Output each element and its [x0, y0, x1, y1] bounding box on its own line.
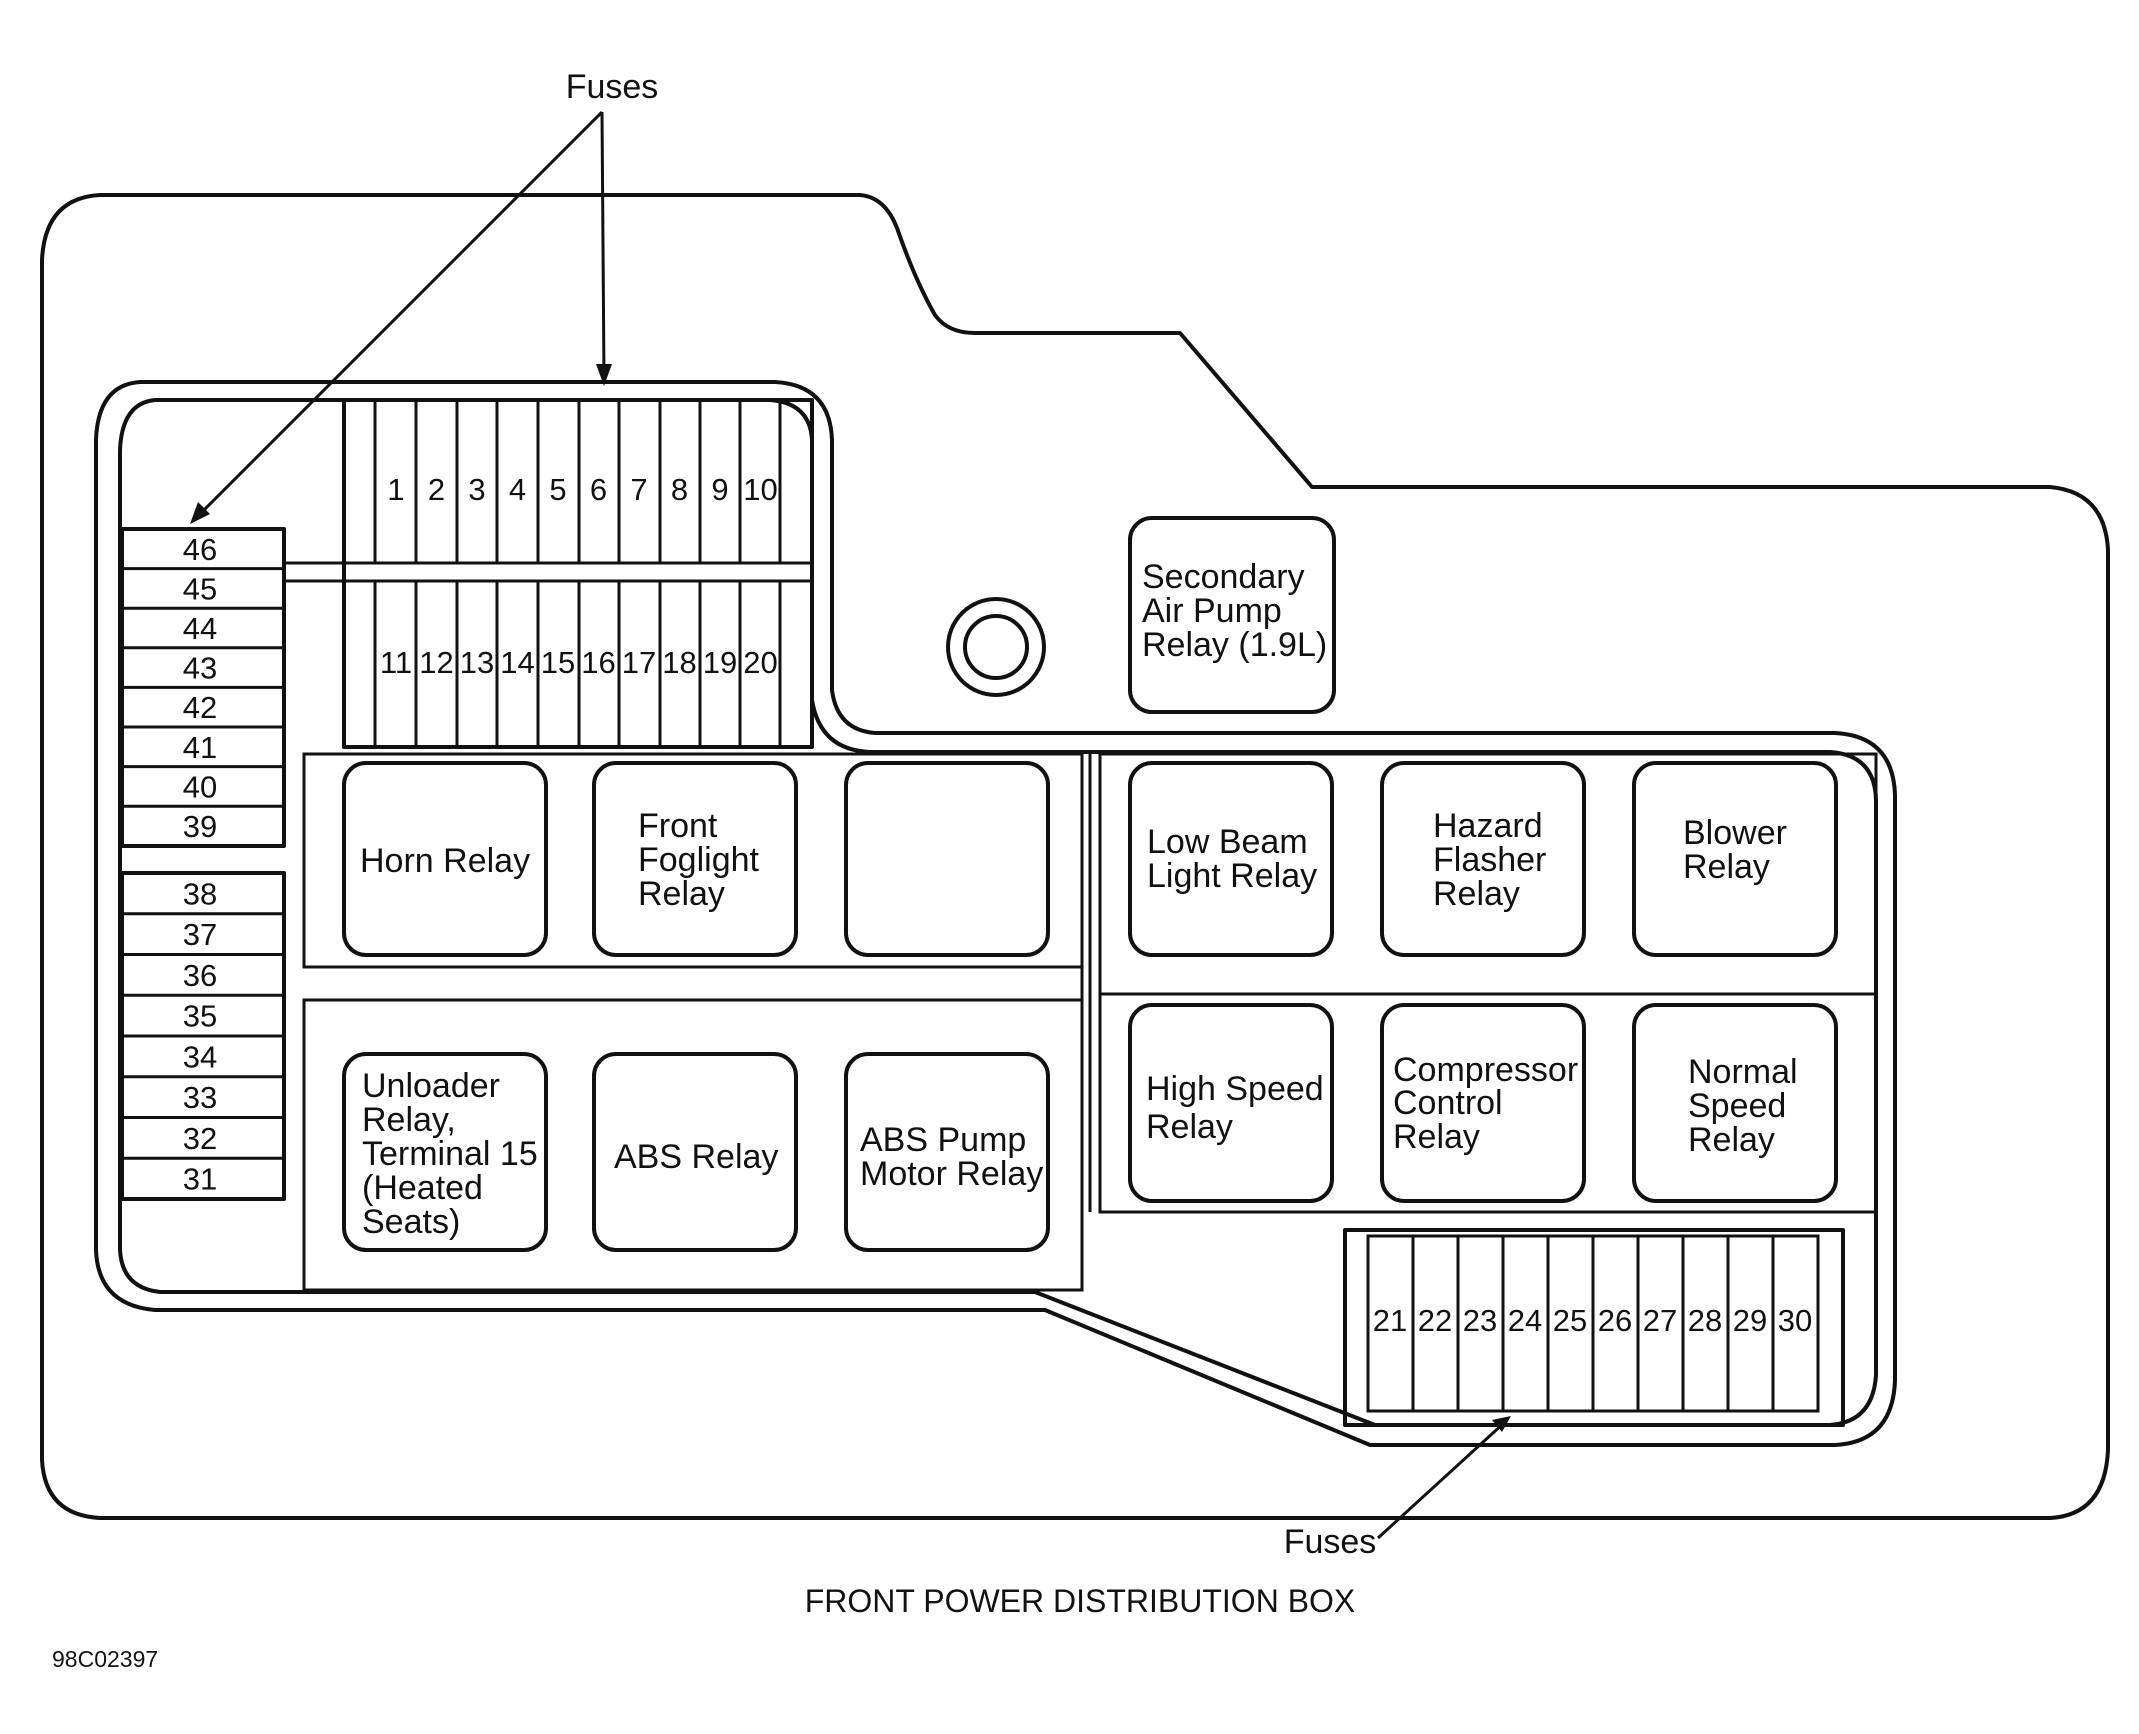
relay-blower-label: Blower Relay [1683, 814, 1796, 886]
relay-abs-pump-motor [844, 1052, 1050, 1252]
relay-compressor-control [1380, 1003, 1586, 1203]
fuse-27-label: 27 [1643, 1303, 1677, 1338]
fuse-block-bottom-right: 21 22 23 24 25 26 27 28 29 30 [1343, 1228, 1845, 1427]
fuse-6-label: 6 [590, 472, 607, 507]
fuse-44-label: 44 [183, 611, 217, 646]
relay-high-speed [1128, 1003, 1334, 1203]
fuse-41-label: 41 [183, 730, 217, 765]
fuse-15-label: 15 [541, 645, 575, 680]
fuse-8-label: 8 [671, 472, 688, 507]
fuse-7-label: 7 [630, 472, 647, 507]
fuse-3-label: 3 [468, 472, 485, 507]
relay-low-beam [1128, 761, 1334, 957]
fuse-2-label: 2 [428, 472, 445, 507]
fuse-28-label: 28 [1688, 1303, 1722, 1338]
relay-secondary-air-pump-label: Secondary Air Pump Relay (1.9L) [1142, 558, 1327, 664]
fuse-26-label: 26 [1598, 1303, 1632, 1338]
fuse-32-label: 32 [183, 1121, 217, 1156]
fuse-11-label: 11 [380, 645, 412, 680]
fuse-38-label: 38 [183, 876, 217, 911]
panel-dividers [302, 752, 1878, 1292]
fuse-column-left-upper: 46 45 44 43 42 41 40 39 [120, 527, 286, 848]
relay-abs-pump-motor-label: ABS Pump Motor Relay [860, 1121, 1043, 1193]
relay-secondary-air-pump [1128, 516, 1336, 714]
fuse-10-label: 10 [743, 472, 777, 507]
relay-front-foglight-label: Front Foglight Relay [638, 807, 768, 913]
fuse-46-label: 46 [183, 532, 217, 567]
fuse-9-label: 9 [711, 472, 728, 507]
fuse-30-label: 30 [1778, 1303, 1812, 1338]
outer-housing [40, 193, 2110, 1520]
relay-compressor-control-label: Compressor Control Relay [1393, 1051, 1588, 1156]
fuse-31-label: 31 [183, 1162, 217, 1197]
relay-front-foglight [592, 761, 798, 957]
fuse-40-label: 40 [183, 769, 217, 804]
fuse-12-label: 12 [419, 645, 453, 680]
fuse-14-label: 14 [500, 645, 534, 680]
relay-abs [592, 1052, 798, 1252]
fuse-21-label: 21 [1373, 1303, 1407, 1338]
callout-arrows [190, 110, 1511, 1540]
fuse-4-label: 4 [509, 472, 526, 507]
fuse-13-label: 13 [460, 645, 494, 680]
relay-unloader [342, 1052, 548, 1252]
fuse-34-label: 34 [183, 1039, 217, 1074]
fuse-25-label: 25 [1553, 1303, 1587, 1338]
relay-abs-label: ABS Relay [614, 1138, 778, 1176]
fuse-20-label: 20 [743, 645, 777, 680]
fuse-23-label: 23 [1463, 1303, 1497, 1338]
diagram-caption: FRONT POWER DISTRIBUTION BOX [805, 1583, 1356, 1619]
fuse-43-label: 43 [183, 651, 217, 686]
fuse-36-label: 36 [183, 958, 217, 993]
fuse-column-left-lower: 38 37 36 35 34 33 32 31 [120, 871, 286, 1201]
mounting-hole [946, 597, 1046, 697]
fuse-24-label: 24 [1508, 1303, 1542, 1338]
relay-hazard-flasher [1380, 761, 1586, 957]
relay-blower [1632, 761, 1838, 957]
fuse-5-label: 5 [549, 472, 566, 507]
fuse-17-label: 17 [622, 645, 656, 680]
figure-code: 98C02397 [52, 1646, 158, 1672]
fuse-29-label: 29 [1733, 1303, 1767, 1338]
fuse-45-label: 45 [183, 571, 217, 606]
fuse-39-label: 39 [183, 809, 217, 844]
callout-fuses-bottom: Fuses [1284, 1523, 1377, 1561]
relay-low-beam-label: Low Beam Light Relay [1147, 823, 1317, 895]
relay-horn [342, 761, 548, 957]
relay-hazard-flasher-label: Hazard Flasher Relay [1433, 807, 1556, 913]
relay-high-speed-label: High Speed Relay [1146, 1070, 1333, 1146]
fuse-19-label: 19 [703, 645, 737, 680]
fuse-22-label: 22 [1418, 1303, 1452, 1338]
fuse-37-label: 37 [183, 917, 217, 952]
fuse-1-label: 1 [387, 472, 404, 507]
fuse-33-label: 33 [183, 1080, 217, 1115]
relay-horn-label: Horn Relay [360, 842, 530, 880]
fuse-16-label: 16 [581, 645, 615, 680]
relay-empty-slot [844, 761, 1050, 957]
fuse-18-label: 18 [662, 645, 696, 680]
relay-unloader-label: Unloader Relay, Terminal 15 (Heated Seat… [362, 1067, 547, 1241]
relay-normal-speed [1632, 1003, 1838, 1203]
fuse-42-label: 42 [183, 690, 217, 725]
relay-normal-speed-label: Normal Speed Relay [1688, 1053, 1807, 1159]
inner-rail-outer [94, 380, 1897, 1447]
callout-fuses-top: Fuses [566, 68, 659, 106]
fuse-35-label: 35 [183, 999, 217, 1034]
